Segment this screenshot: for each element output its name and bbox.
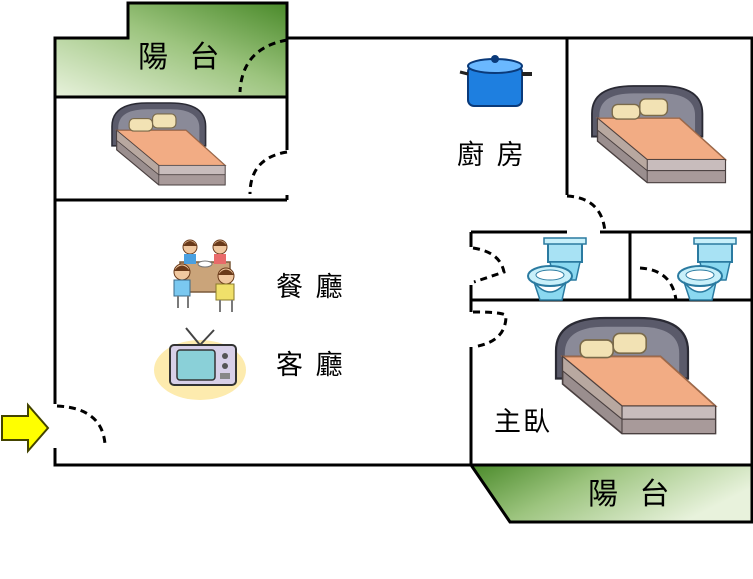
toilet-icon bbox=[677, 237, 737, 301]
bed-icon bbox=[111, 102, 226, 186]
toilet-icon bbox=[527, 237, 587, 301]
entrance-arrow-icon bbox=[1, 402, 50, 454]
walls bbox=[53, 36, 753, 467]
doors bbox=[56, 38, 678, 445]
master-bedroom-label: 主臥 bbox=[494, 407, 552, 438]
kitchen-label: 廚 房 bbox=[457, 140, 526, 171]
balcony-bottom: 陽 台 bbox=[468, 463, 753, 524]
tv-icon bbox=[154, 327, 246, 400]
balcony-top-label: 陽 台 bbox=[138, 40, 226, 75]
bed-icon bbox=[554, 316, 717, 435]
bed-icon bbox=[591, 85, 727, 184]
balcony-top: 陽 台 bbox=[53, 1, 289, 99]
cooking-pot-icon bbox=[459, 55, 532, 107]
living-label: 客 廳 bbox=[276, 350, 345, 381]
balcony-bottom-label: 陽 台 bbox=[588, 477, 676, 512]
family-dining-icon bbox=[173, 239, 235, 312]
dining-label: 餐 廳 bbox=[276, 272, 345, 303]
